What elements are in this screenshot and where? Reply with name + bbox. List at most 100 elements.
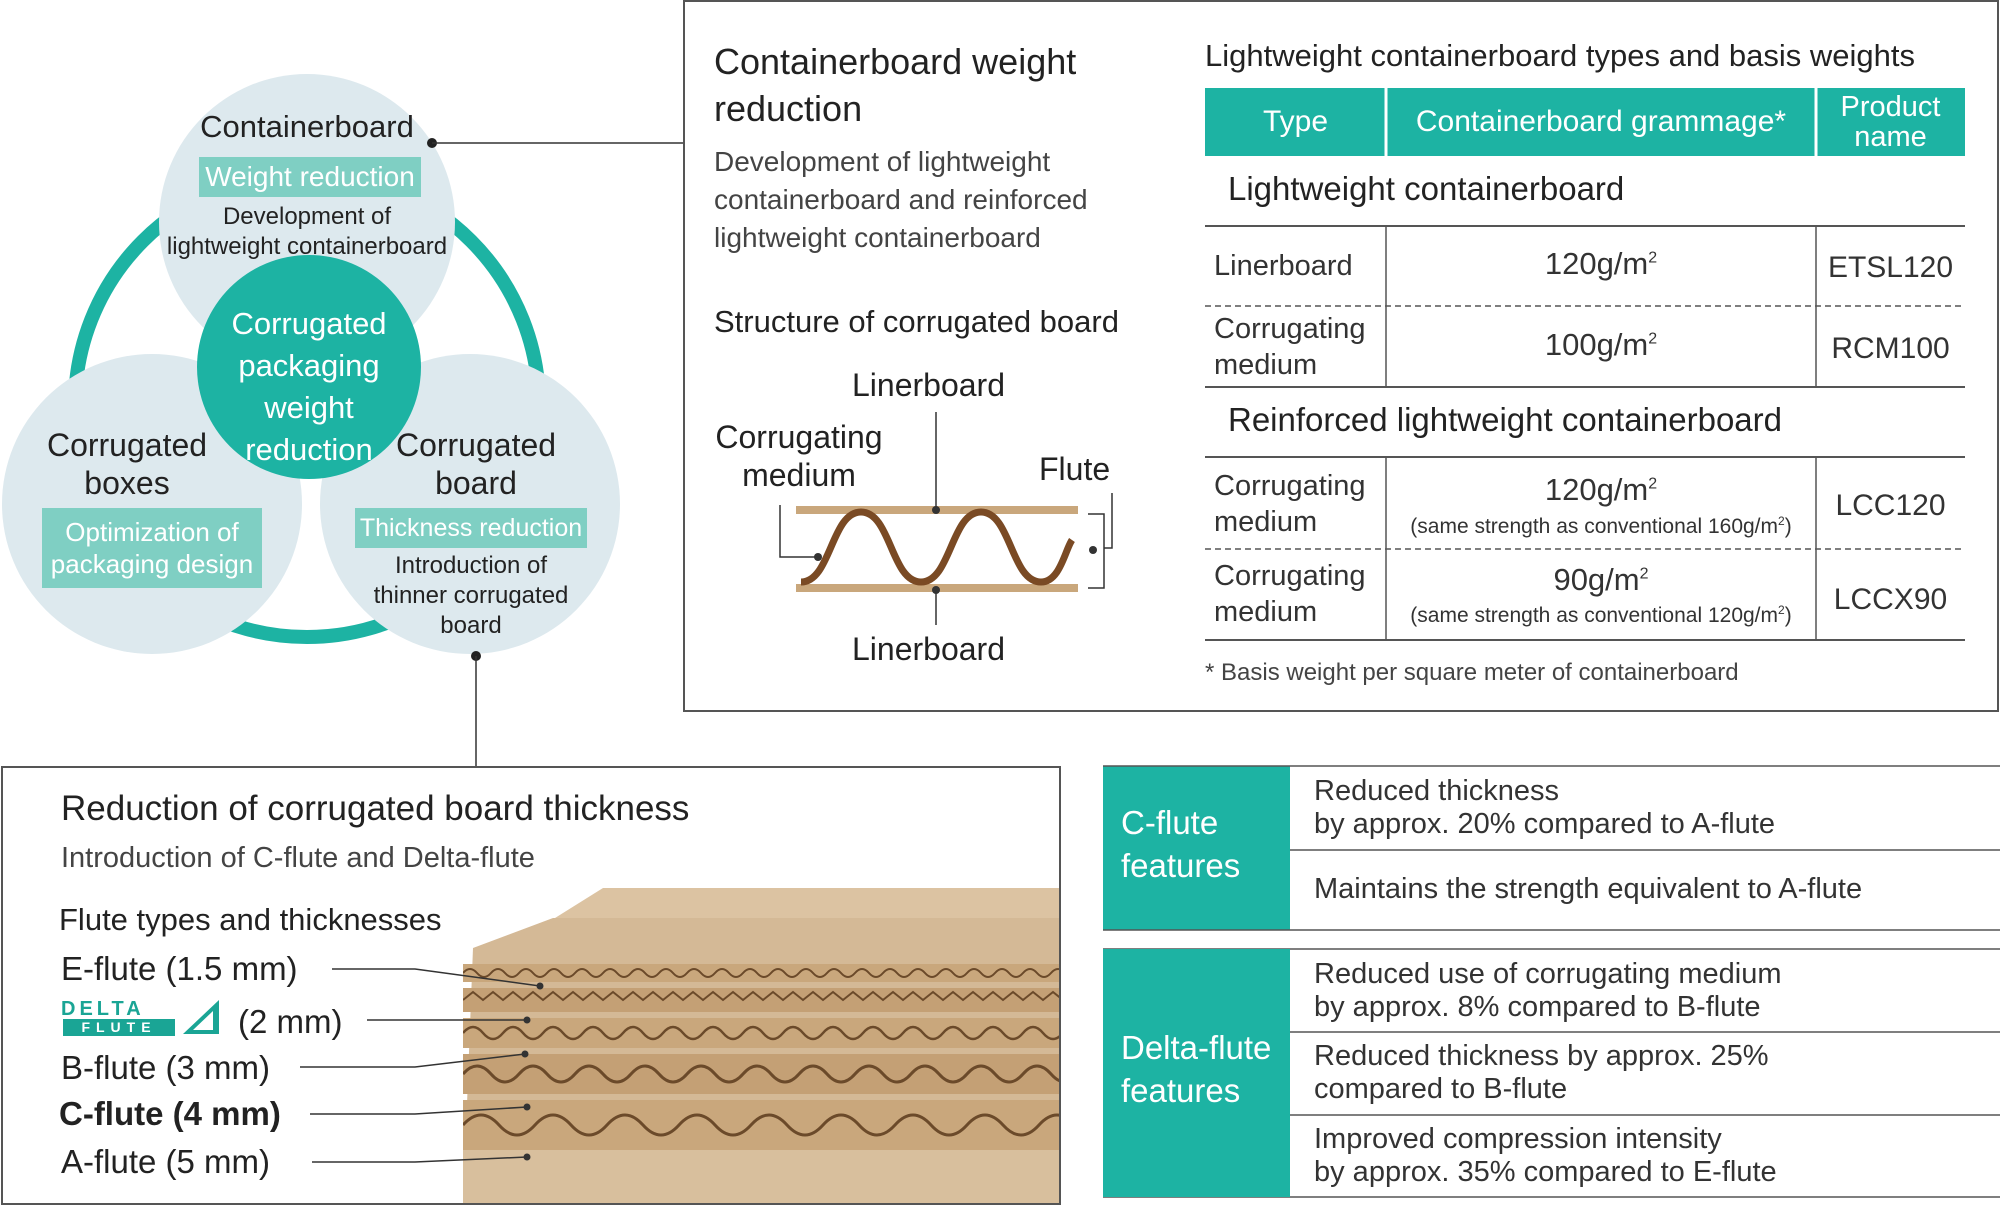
row3-note-sup: 2 xyxy=(1778,514,1785,528)
row2-type-line1: Corrugating xyxy=(1214,313,1366,345)
thickness-reduction-tag: Thickness reduction xyxy=(355,508,587,548)
flute-b-label: B-flute (3 mm) xyxy=(61,1049,271,1086)
row4-note-end: ) xyxy=(1784,604,1792,627)
corrugated-board-title: Corrugated board xyxy=(376,426,576,502)
row4-type-line1: Corrugating xyxy=(1214,560,1366,592)
label-flute: Flute xyxy=(1039,451,1111,487)
center-label-line2: packaging weight xyxy=(238,348,380,425)
corrugated-board-title-line2: board xyxy=(435,465,517,501)
delta-logo-top: DELTA xyxy=(61,998,145,1020)
corrugated-board-desc: Introduction of thinner corrugated board xyxy=(355,551,587,641)
weight-panel-desc-line2: containerboard and reinforced xyxy=(714,184,1088,215)
row3-note: (same strength as conventional 160g/m2) xyxy=(1386,514,1816,539)
row4-grammage-value: 90g/m xyxy=(1553,562,1640,597)
corrugated-boxes-title: Corrugated boxes xyxy=(27,426,227,502)
delta-feature-1-line1: Reduced use of corrugating medium xyxy=(1314,958,1782,990)
corrugated-boxes-title-line2: boxes xyxy=(84,465,170,501)
corrugated-board-title-line1: Corrugated xyxy=(395,427,557,463)
corrugated-board-desc-line2: thinner corrugated xyxy=(373,582,569,609)
delta-feature-3: Improved compression intensity by approx… xyxy=(1314,1123,1777,1190)
weight-reduction-tag: Weight reduction xyxy=(199,157,421,197)
delta-feature-2-line1: Reduced thickness by approx. 25% xyxy=(1314,1040,1769,1072)
center-label: Corrugated packaging weight reduction xyxy=(199,303,419,471)
row1-grammage-value: 120g/m xyxy=(1544,246,1649,281)
row1-grammage-sup: 2 xyxy=(1648,249,1658,267)
label-linerboard-top: Linerboard xyxy=(852,367,1005,403)
optimization-tag-line2: packaging design xyxy=(50,549,254,579)
optimization-tag-line1: Optimization of xyxy=(65,517,239,547)
row2-grammage: 100g/m2 xyxy=(1386,327,1816,363)
cflute-features-head: C-flute features xyxy=(1103,766,1290,930)
delta-flute-logo: DELTA FLUTE xyxy=(61,998,221,1038)
row4-product: LCCX90 xyxy=(1833,583,1948,616)
label-linerboard-bottom: Linerboard xyxy=(852,631,1005,667)
containerboard-desc: Development of lightweight containerboar… xyxy=(157,202,457,262)
row3-grammage: 120g/m2 xyxy=(1386,472,1816,508)
corrugated-boxes-title-line1: Corrugated xyxy=(46,427,208,463)
board-layer-a xyxy=(463,1100,1059,1150)
row4-note: (same strength as conventional 120g/m2) xyxy=(1386,603,1816,628)
center-label-line1: Corrugated xyxy=(231,306,387,341)
delta-head-line2: features xyxy=(1121,1071,1241,1109)
optimization-tag: Optimization of packaging design xyxy=(42,508,262,588)
weight-panel-desc-line1: Development of lightweight xyxy=(714,146,1051,177)
weight-panel-desc-line3: lightweight containerboard xyxy=(714,222,1041,253)
row3-product: LCC120 xyxy=(1835,489,1946,522)
row1-product: ETSL120 xyxy=(1827,251,1954,284)
delta-feature-2-line2: compared to B-flute xyxy=(1314,1073,1568,1106)
header-product: Product name xyxy=(1816,92,1965,152)
header-type: Type xyxy=(1262,105,1329,138)
row3-grammage-value: 120g/m xyxy=(1544,472,1649,507)
cflute-head-line1: C-flute xyxy=(1121,804,1219,841)
weight-panel-title: Containerboard weight reduction xyxy=(714,38,1076,132)
cflute-feature-1-line1: Reduced thickness xyxy=(1314,775,1560,807)
header-product-line2: name xyxy=(1854,121,1927,153)
thickness-title: Reduction of corrugated board thickness xyxy=(61,789,690,828)
flute-types-title: Flute types and thicknesses xyxy=(59,902,442,937)
flute-delta-label: (2 mm) xyxy=(238,1003,343,1040)
section-lightweight: Lightweight containerboard xyxy=(1228,170,1625,207)
row2-grammage-value: 100g/m xyxy=(1544,327,1649,362)
delta-feature-1-line2: by approx. 8% compared to B-flute xyxy=(1314,991,1761,1024)
cflute-feature-1-line2: by approx. 20% compared to A-flute xyxy=(1314,808,1776,841)
header-product-line1: Product xyxy=(1840,91,1941,123)
row2-product: RCM100 xyxy=(1831,332,1950,365)
label-corrugating-line1: Corrugating xyxy=(715,419,883,455)
cflute-head-line2: features xyxy=(1121,846,1241,884)
cflute-feature-1: Reduced thickness by approx. 20% compare… xyxy=(1314,775,1775,842)
row4-note-text: (same strength as conventional 120g/m xyxy=(1410,604,1779,627)
delta-head-line1: Delta-flute xyxy=(1121,1029,1272,1066)
table-footnote: * Basis weight per square meter of conta… xyxy=(1205,659,1739,686)
center-label-line3: reduction xyxy=(245,432,373,467)
row4-type-line2: medium xyxy=(1214,596,1318,628)
row4-grammage: 90g/m2 xyxy=(1386,562,1816,598)
row1-type: Linerboard xyxy=(1214,250,1353,282)
row4-note-sup: 2 xyxy=(1778,603,1785,617)
weight-panel-title-line1: Containerboard weight xyxy=(714,41,1077,82)
corrugated-structure-diagram xyxy=(779,412,1113,625)
delta-features-head: Delta-flute features xyxy=(1103,949,1290,1197)
delta-feature-1: Reduced use of corrugating medium by app… xyxy=(1314,958,1781,1025)
row2-type-line2: medium xyxy=(1214,349,1318,381)
cflute-feature-2: Maintains the strength equivalent to A-f… xyxy=(1314,873,1863,905)
weight-panel-title-line2: reduction xyxy=(714,88,863,129)
thickness-subtitle: Introduction of C-flute and Delta-flute xyxy=(61,842,535,874)
section-reinforced: Reinforced lightweight containerboard xyxy=(1228,401,1783,438)
row4-type: Corrugating medium xyxy=(1214,558,1366,630)
flute-a-label: A-flute (5 mm) xyxy=(61,1143,271,1180)
delta-logo-bottom: FLUTE xyxy=(63,1019,175,1036)
row1-grammage: 120g/m2 xyxy=(1386,246,1816,282)
row3-type-line1: Corrugating xyxy=(1214,470,1366,502)
row3-note-end: ) xyxy=(1784,515,1792,538)
delta-feature-2: Reduced thickness by approx. 25% compare… xyxy=(1314,1040,1769,1107)
table-title: Lightweight containerboard types and bas… xyxy=(1205,38,1916,73)
board-layer-e xyxy=(463,964,1059,982)
corrugated-board-desc-line3: board xyxy=(440,612,502,639)
corrugating-medium xyxy=(800,508,1076,586)
flute-leader-lines xyxy=(300,968,544,1163)
row3-grammage-sup: 2 xyxy=(1648,475,1658,493)
board-layer-b xyxy=(463,1018,1059,1048)
containerboard-desc-line1: Development of xyxy=(222,203,392,230)
